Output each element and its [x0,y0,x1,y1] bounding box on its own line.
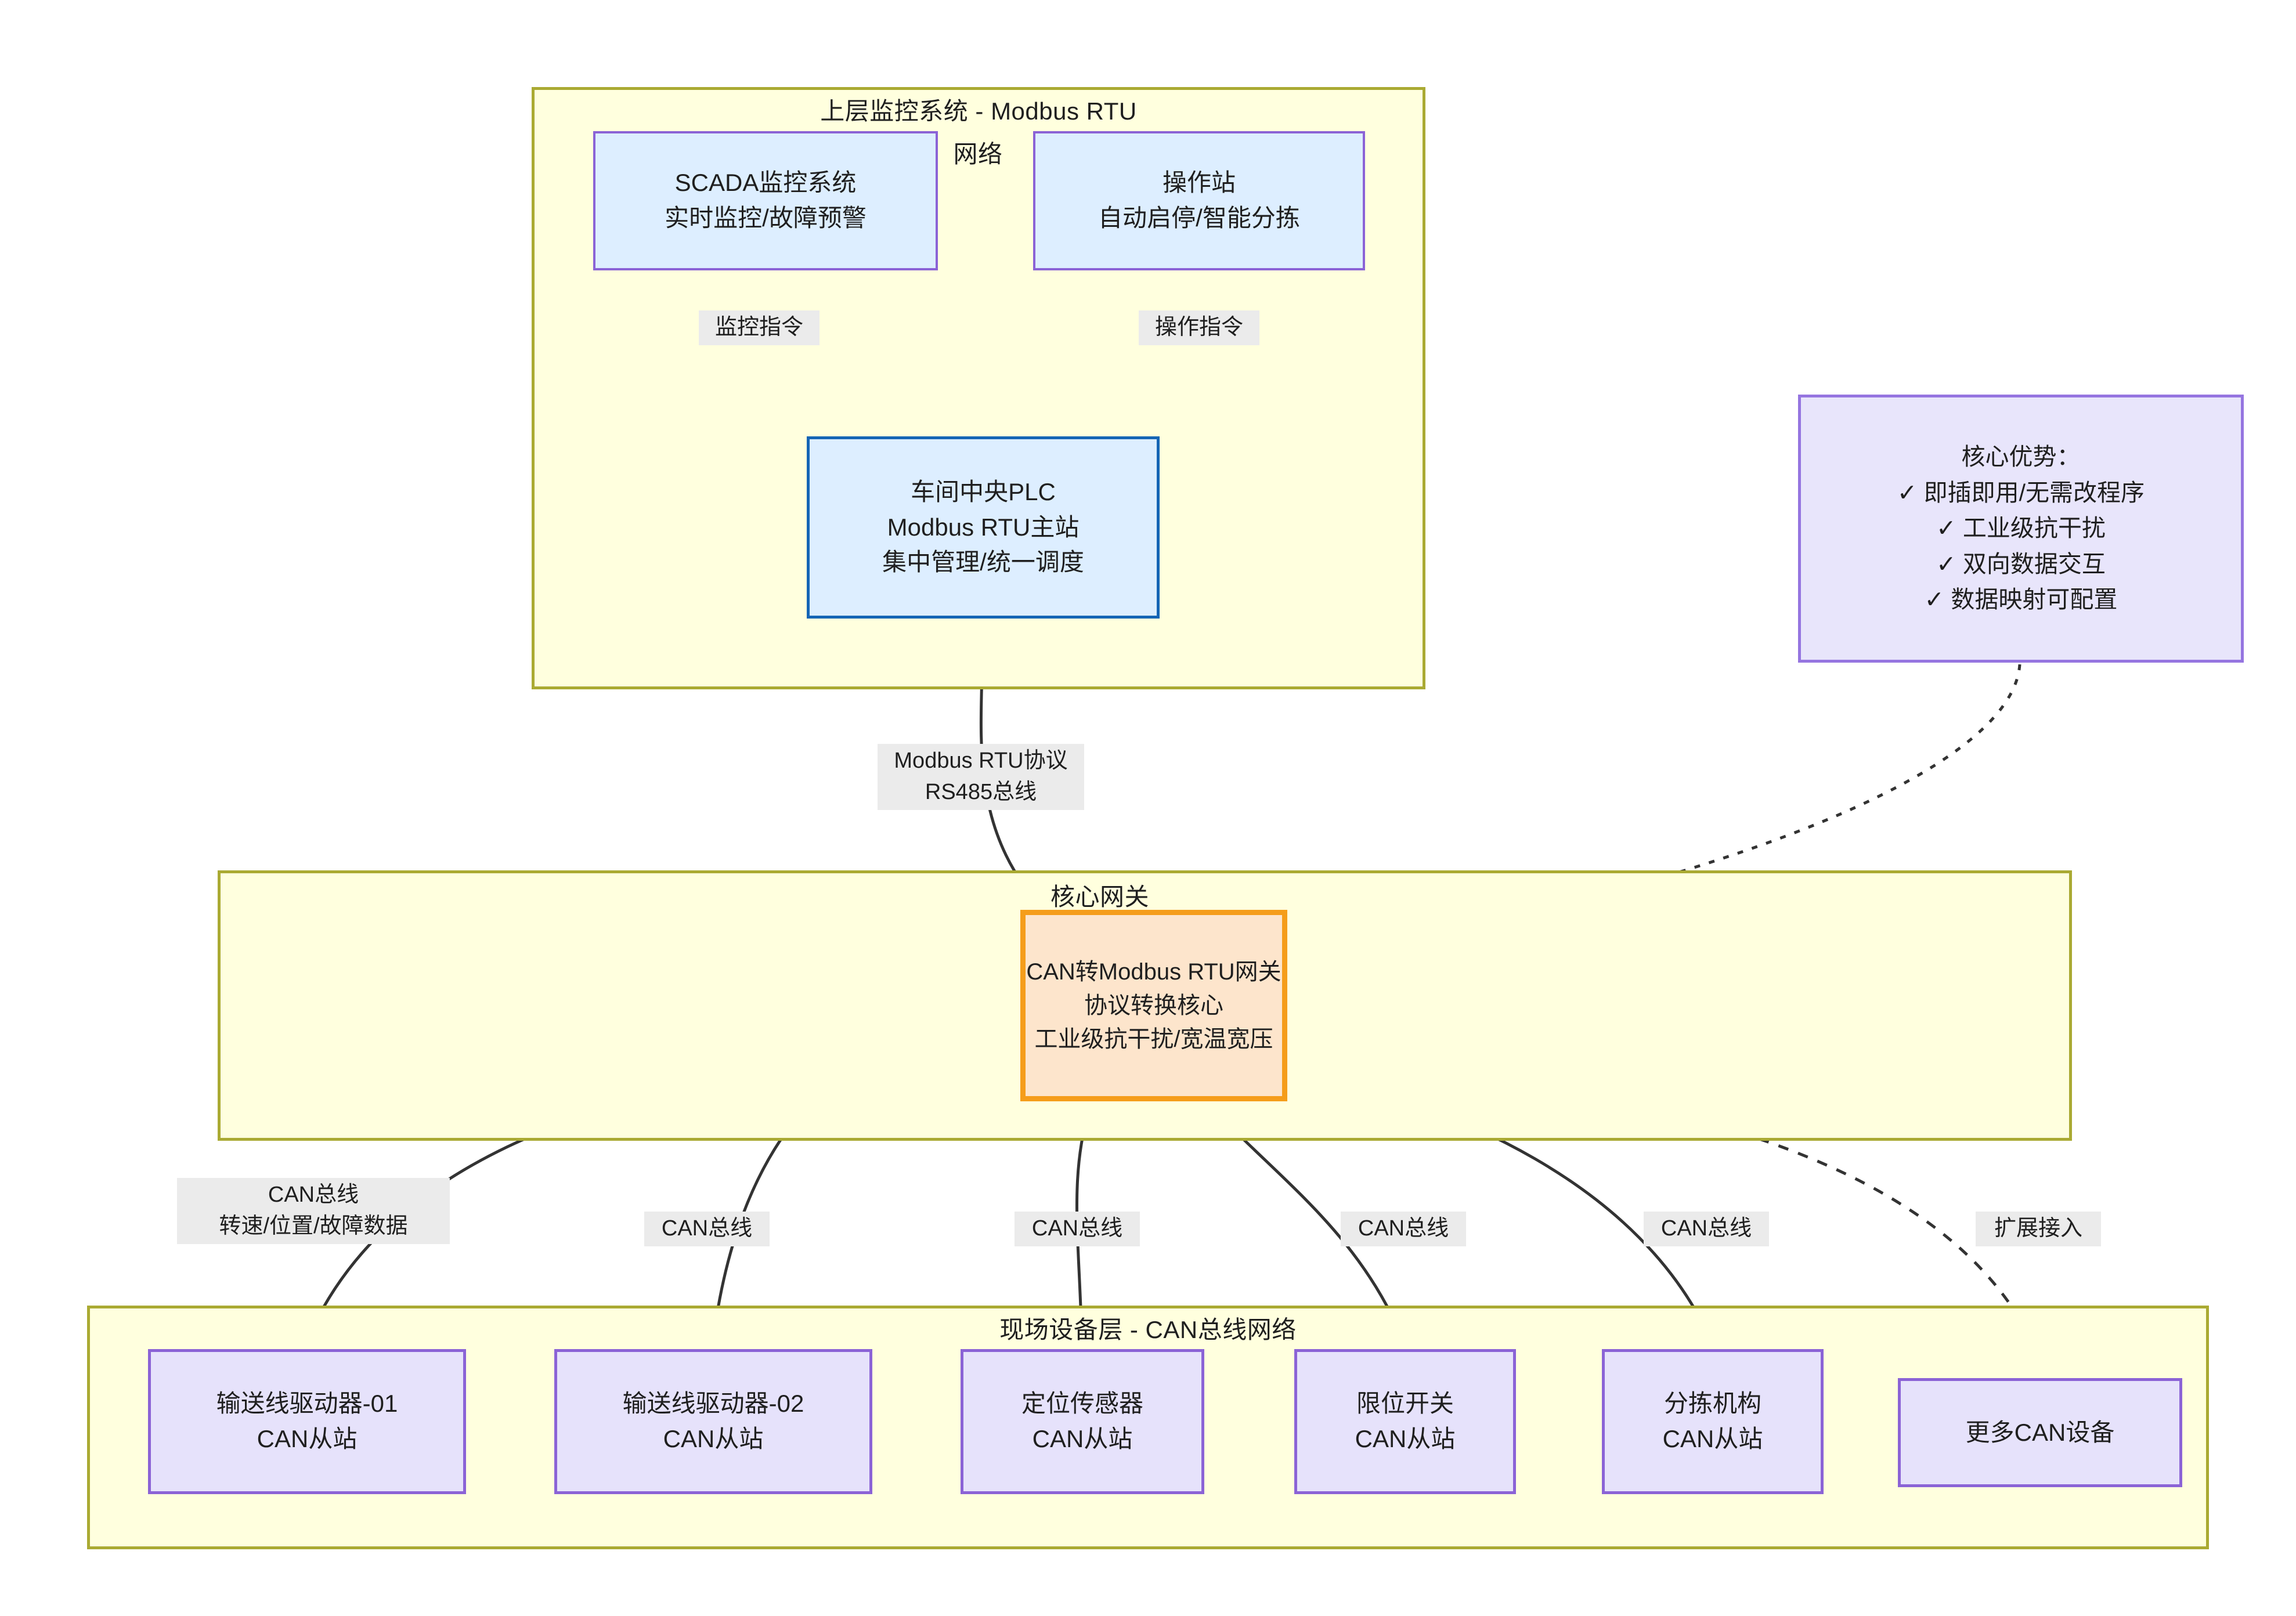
node-sorter-line2: CAN从站 [1662,1425,1763,1452]
edge-label-can-bus-drive02: CAN总线 [644,1212,770,1246]
advantages-item-0: ✓ 即插即用/无需改程序 [1897,479,2145,506]
node-plc-line3: 集中管理/统一调度 [882,548,1084,576]
cluster-upper-title-line2: 网络 [953,140,1003,168]
node-scada[interactable]: SCADA监控系统 实时监控/故障预警 [593,131,938,270]
node-more-line1: 更多CAN设备 [1965,1418,2115,1446]
node-sensor-line2: CAN从站 [1032,1425,1133,1452]
node-plc-line2: Modbus RTU主站 [887,513,1080,541]
edge-label-can-bus-drive01: CAN总线 转速/位置/故障数据 [177,1178,450,1244]
cluster-field-title: 现场设备层 - CAN总线网络 [999,1316,1297,1343]
advantages-heading: 核心优势： [1961,443,2081,471]
node-operator-station[interactable]: 操作站 自动启停/智能分拣 [1033,131,1365,270]
node-conveyor-drive-01[interactable]: 输送线驱动器-01 CAN从站 [148,1349,466,1494]
node-drive02-line1: 输送线驱动器-02 [622,1390,804,1418]
edge-advantages-to-gateway [1288,664,2021,965]
edge-label-can-bus-sensor: CAN总线 [1015,1212,1140,1246]
edge-label-expansion-access: 扩展接入 [1976,1212,2101,1246]
advantages-item-2: ✓ 双向数据交互 [1936,550,2106,577]
cluster-upper-title-line1: 上层监控系统 - Modbus RTU [820,97,1137,125]
node-position-sensor[interactable]: 定位传感器 CAN从站 [961,1349,1204,1494]
node-sorting-mechanism[interactable]: 分拣机构 CAN从站 [1602,1349,1824,1494]
node-drive01-line2: CAN从站 [257,1425,358,1452]
node-workshop-plc[interactable]: 车间中央PLC Modbus RTU主站 集中管理/统一调度 [807,436,1160,619]
node-scada-line1: SCADA监控系统 [674,169,857,197]
edge-label-can-bus-limit: CAN总线 [1341,1212,1466,1246]
node-limit-line1: 限位开关 [1356,1390,1454,1418]
node-gateway-line2: 协议转换核心 [1084,993,1223,1018]
node-scada-line2: 实时监控/故障预警 [665,204,867,232]
node-conveyor-drive-02[interactable]: 输送线驱动器-02 CAN从站 [554,1349,872,1494]
node-limit-line2: CAN从站 [1355,1425,1456,1452]
node-limit-switch[interactable]: 限位开关 CAN从站 [1294,1349,1516,1494]
node-gateway-line3: 工业级抗干扰/宽温宽压 [1034,1026,1273,1052]
node-can-modbus-gateway[interactable]: CAN转Modbus RTU网关 协议转换核心 工业级抗干扰/宽温宽压 [1020,910,1287,1101]
advantages-item-1: ✓ 工业级抗干扰 [1936,515,2106,542]
node-operator-line1: 操作站 [1162,169,1236,197]
node-sorter-line1: 分拣机构 [1663,1390,1761,1418]
node-plc-line1: 车间中央PLC [911,478,1056,505]
node-operator-line2: 自动启停/智能分拣 [1098,204,1300,232]
edge-label-modbus-rs485: Modbus RTU协议 RS485总线 [878,744,1084,810]
edge-label-operate-command: 操作指令 [1139,310,1259,345]
node-more-can-devices[interactable]: 更多CAN设备 [1898,1378,2182,1487]
cluster-gateway-title: 核心网关 [1050,883,1150,910]
node-sensor-line1: 定位传感器 [1021,1390,1143,1418]
panel-core-advantages: 核心优势： ✓ 即插即用/无需改程序 ✓ 工业级抗干扰 ✓ 双向数据交互 ✓ 数… [1798,395,2244,663]
node-drive02-line2: CAN从站 [663,1425,764,1452]
node-gateway-line1: CAN转Modbus RTU网关 [1026,959,1281,985]
advantages-item-3: ✓ 数据映射可配置 [1924,586,2118,613]
edge-label-monitor-command: 监控指令 [699,310,820,345]
edge-label-can-bus-sorter: CAN总线 [1644,1212,1769,1246]
node-drive01-line1: 输送线驱动器-01 [216,1390,398,1418]
